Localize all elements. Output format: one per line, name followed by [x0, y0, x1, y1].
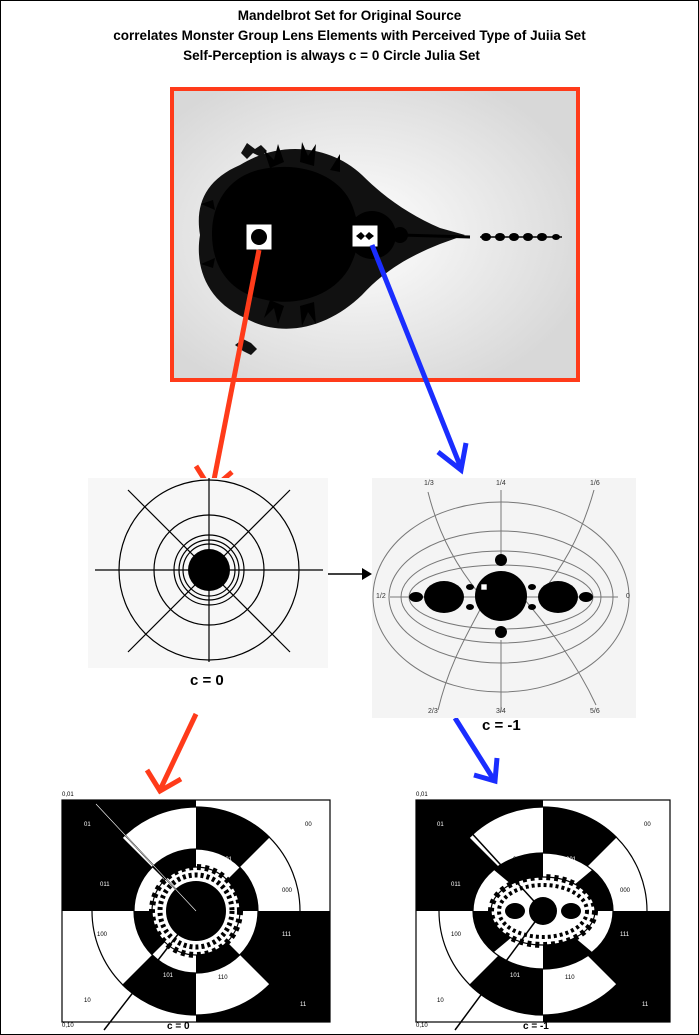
angle-label: 2/3 — [428, 708, 438, 715]
angle-label: 1/3 — [424, 480, 434, 487]
lens-code: 0,01 — [416, 792, 428, 798]
lens-code: 010 — [513, 857, 524, 863]
lens-code: 010 — [168, 857, 179, 863]
right-lens-caption: c = -1 — [523, 1021, 549, 1032]
lens-code: 001 — [566, 857, 577, 863]
left-lens-diagram — [61, 799, 331, 1031]
basilica-set — [409, 554, 593, 638]
lens-code: 01 — [437, 822, 444, 828]
lens-code: 011 — [451, 882, 461, 888]
angle-label: 1/6 — [590, 480, 600, 487]
lens-code: 0,10 — [62, 1023, 74, 1029]
title-line-2: correlates Monster Group Lens Elements w… — [113, 28, 586, 43]
angle-label: 3/4 — [496, 708, 506, 715]
circle-julia-diagram — [88, 478, 328, 668]
lens-code: 001 — [222, 857, 233, 863]
basilica-julia-diagram — [372, 478, 636, 718]
circle-julia-caption: c = 0 — [190, 672, 224, 689]
lens-code: 11 — [642, 1002, 649, 1008]
lens-code: 100 — [451, 932, 462, 938]
lens-code: 0,01 — [62, 792, 74, 798]
lens-code: 000 — [282, 888, 293, 894]
real-axis-chain — [480, 233, 562, 241]
lens-code: 000 — [620, 888, 631, 894]
angle-label: 0 — [626, 593, 630, 600]
angle-label: 1/4 — [496, 480, 506, 487]
lens-code: 110 — [565, 975, 575, 981]
right-lens-diagram — [415, 799, 671, 1031]
title-line-3: Self-Perception is always c = 0 Circle J… — [183, 48, 480, 63]
blue-arrow-to-basilica — [369, 244, 469, 475]
lens-code: 10 — [437, 998, 444, 1004]
angle-label: 5/6 — [590, 708, 600, 715]
lens-code: 00 — [305, 822, 312, 828]
mandelbrot-set — [198, 142, 562, 355]
left-lens-caption: c = 0 — [167, 1021, 190, 1032]
lens-code: 110 — [218, 975, 228, 981]
lens-code: 01 — [84, 822, 91, 828]
lens-code: 100 — [97, 932, 108, 938]
lens-code: 101 — [510, 973, 521, 979]
lens-code: 0,10 — [416, 1023, 428, 1029]
lens-code: 101 — [163, 973, 174, 979]
red-arrow-to-left-lens — [144, 712, 199, 795]
lens-code: 10 — [84, 998, 91, 1004]
lens-code: 00 — [644, 822, 651, 828]
lens-code: 111 — [282, 932, 292, 938]
mini-mandelbrot-top — [241, 143, 267, 159]
lens-code: 011 — [100, 882, 110, 888]
basilica-julia-caption: c = -1 — [482, 717, 521, 734]
angle-label: 1/2 — [376, 593, 386, 600]
mandelbrot-box — [170, 87, 580, 382]
blue-arrow-to-right-lens — [452, 716, 500, 785]
lens-code: 11 — [300, 1002, 307, 1008]
lens-code: 111 — [620, 932, 630, 938]
title-line-1: Mandelbrot Set for Original Source — [237, 8, 462, 23]
filled-unit-disk — [188, 549, 230, 591]
